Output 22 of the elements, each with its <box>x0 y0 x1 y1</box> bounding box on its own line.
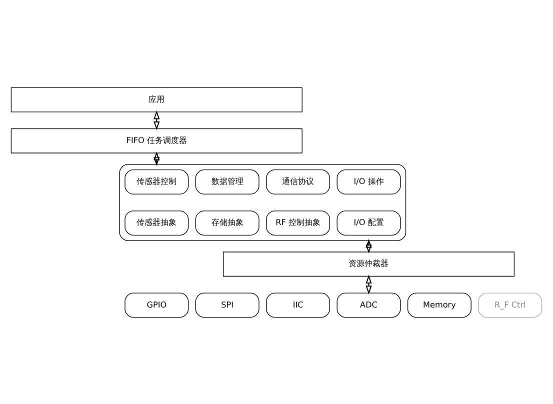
cluster <box>119 164 406 240</box>
node-box: 数据管理 <box>195 169 260 194</box>
node-box: I/O 配置 <box>336 210 401 235</box>
node-box: SPI <box>195 292 260 318</box>
node-box: ADC <box>336 292 401 318</box>
node-box: 存储抽象 <box>195 210 260 235</box>
node-box: R_F Ctrl <box>478 292 542 318</box>
arrow <box>154 110 160 130</box>
node-box: 通信协议 <box>266 169 330 194</box>
arrow <box>366 274 372 294</box>
node-box: GPIO <box>124 292 189 318</box>
arrow <box>366 238 372 253</box>
node-box: 资源仲裁器 <box>222 251 515 276</box>
arrow <box>154 151 160 166</box>
node-box: Memory <box>407 292 472 318</box>
node-box: I/O 操作 <box>336 169 401 194</box>
node-box: FIFO 任务调度器 <box>10 128 302 153</box>
node-box: 传感器抽象 <box>124 210 189 235</box>
node-box: RF 控制抽象 <box>266 210 330 235</box>
node-box: IIC <box>266 292 330 318</box>
node-box: 传感器控制 <box>124 169 189 194</box>
node-box: 应用 <box>10 86 302 112</box>
